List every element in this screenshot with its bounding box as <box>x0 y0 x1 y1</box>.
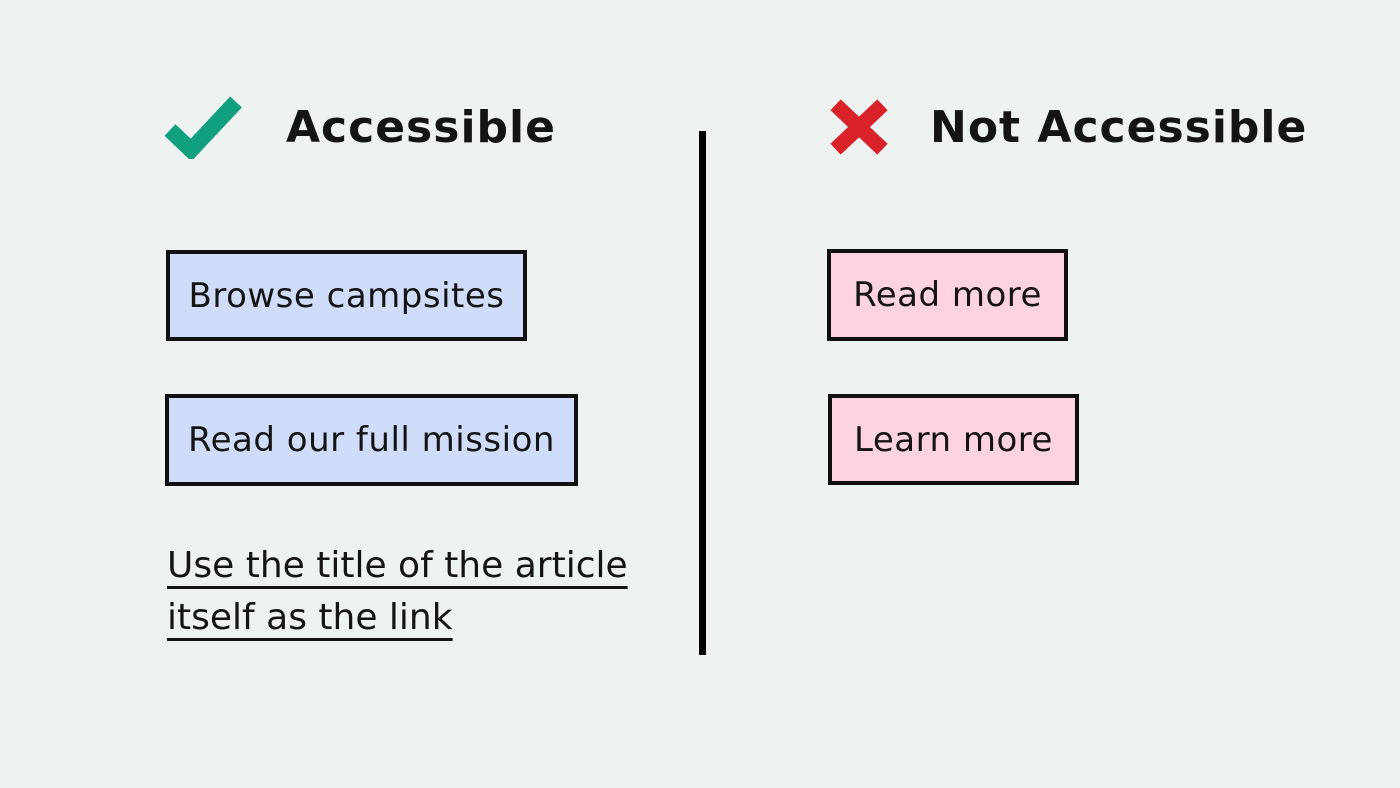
learn-more-button[interactable]: Learn more <box>828 394 1079 485</box>
accessible-heading: Accessible <box>286 101 556 153</box>
not-accessible-heading: Not Accessible <box>930 101 1308 153</box>
read-more-button[interactable]: Read more <box>827 249 1068 341</box>
checkmark-icon <box>162 95 244 159</box>
read-full-mission-button[interactable]: Read our full mission <box>165 394 578 486</box>
accessible-header: Accessible <box>162 95 556 159</box>
article-link-line-2[interactable]: itself as the link <box>167 597 453 638</box>
not-accessible-header: Not Accessible <box>828 95 1307 159</box>
browse-campsites-button[interactable]: Browse campsites <box>166 250 527 341</box>
divider-line <box>699 131 706 655</box>
cross-icon <box>828 98 890 156</box>
article-title-link[interactable]: Use the title of the article itself as t… <box>167 540 628 644</box>
article-link-line-1[interactable]: Use the title of the article <box>167 545 628 586</box>
